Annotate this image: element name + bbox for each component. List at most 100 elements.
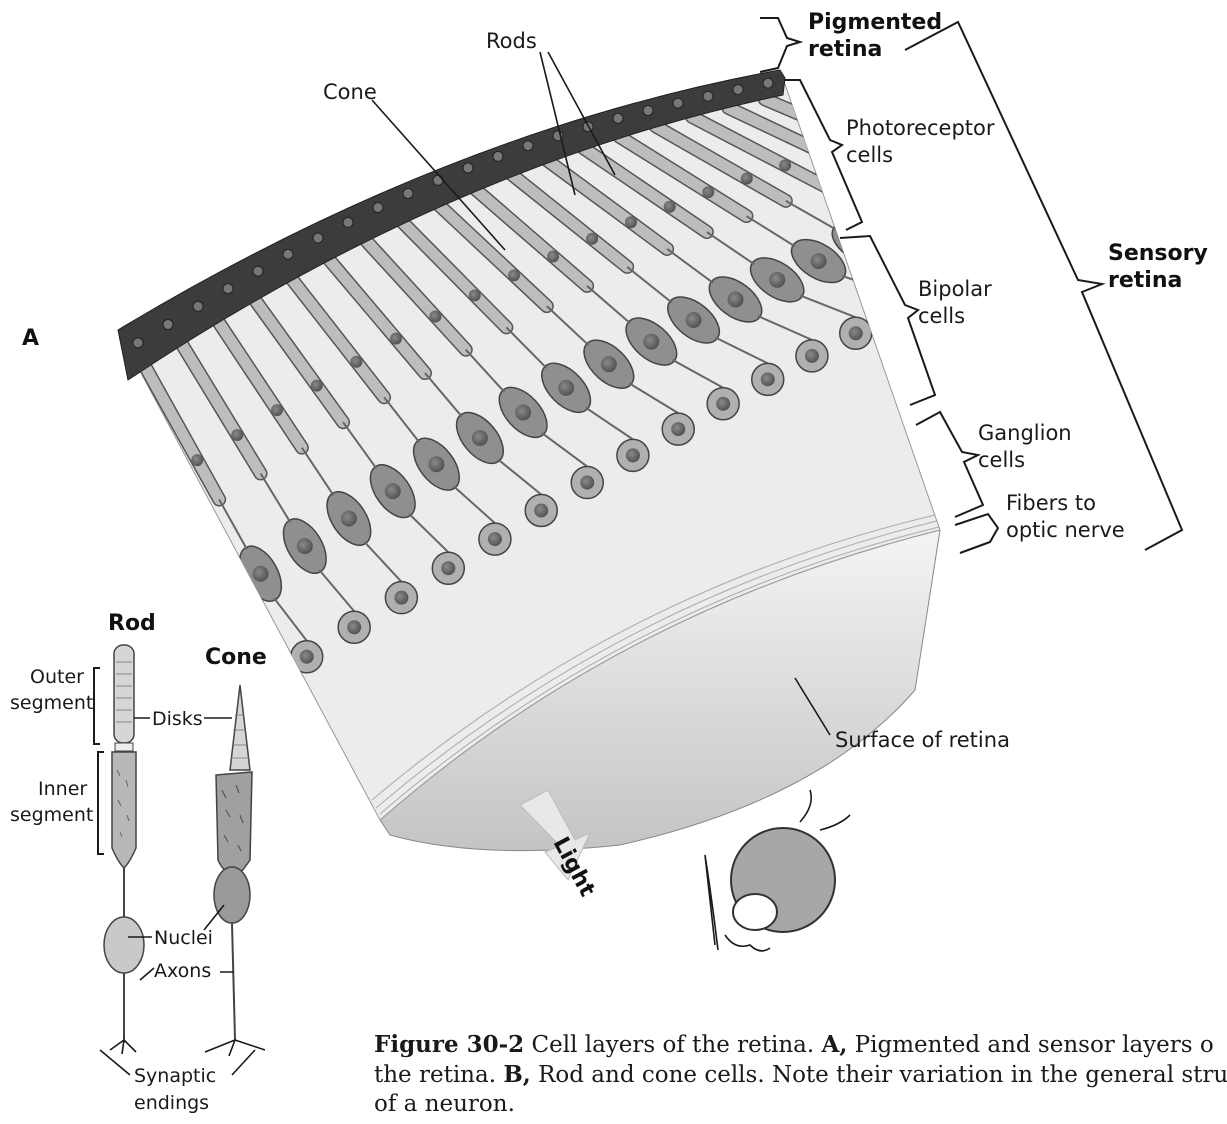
caption-a-marker: A, <box>822 1031 848 1058</box>
photoreceptor-nucleus <box>586 233 598 245</box>
fibers-label-1: Fibers to <box>1006 491 1096 515</box>
photoreceptor-nucleus <box>741 172 753 184</box>
panel-b-rod-cone: Rod Cone <box>10 611 267 1114</box>
fibers-label-2: optic nerve <box>1006 518 1125 542</box>
bipolar-nucleus <box>973 183 989 199</box>
photoreceptor-nucleus <box>191 454 203 466</box>
outer-segment-bracket <box>94 668 100 744</box>
bipolar-label-2: cells <box>918 304 965 328</box>
pigment-cell <box>313 233 323 243</box>
cone-cell <box>205 685 265 1056</box>
bipolar-nucleus <box>558 380 574 396</box>
ganglion-nucleus <box>892 304 906 318</box>
bipolar-dendrite <box>903 158 955 180</box>
bipolar-nucleus <box>769 272 785 288</box>
bipolar-cell <box>906 180 975 236</box>
pigment-cell <box>523 141 533 151</box>
ganglion-nucleus <box>1020 242 1034 256</box>
ganglion-axon <box>1007 202 1069 212</box>
photoreceptor-nucleus <box>625 216 637 228</box>
pigment-cell <box>643 105 653 115</box>
caption-line2-start: the retina. <box>374 1062 503 1088</box>
pigment-cell <box>283 249 293 259</box>
pigment-cell <box>763 78 773 88</box>
ganglion-axon <box>966 220 1027 233</box>
panel-a-letter: A <box>22 326 39 351</box>
photoreceptor-nucleus <box>311 380 323 392</box>
photoreceptor-nucleus <box>469 289 481 301</box>
pigment-cell <box>703 91 713 101</box>
caption-b-marker: B, <box>503 1061 530 1088</box>
pigment-cell <box>133 338 143 348</box>
ganglion-nucleus <box>1061 222 1075 236</box>
pigment-cell <box>373 203 383 213</box>
ganglion-cell <box>1052 213 1084 245</box>
bipolar-nucleus <box>297 538 313 554</box>
rods-label: Rods <box>486 29 537 53</box>
outer-segment-label-2: segment <box>10 692 93 714</box>
ganglion-nucleus <box>671 422 685 436</box>
ganglion-nucleus <box>978 262 992 276</box>
caption-figure-number: Figure 30-2 <box>374 1031 524 1058</box>
ganglion-nucleus <box>805 349 819 363</box>
photoreceptor-nucleus <box>817 147 829 159</box>
bipolar-cell <box>947 164 1016 219</box>
photoreceptor-nucleus <box>664 201 676 213</box>
synaptic-label-1: Synaptic <box>134 1065 216 1087</box>
caption-line-1: Figure 30-2 Cell layers of the retina. A… <box>374 1030 1227 1060</box>
cone-title: Cone <box>205 645 267 670</box>
ganglion-nucleus <box>761 372 775 386</box>
pigment-cell <box>193 301 203 311</box>
photoreceptor-nucleus <box>231 429 243 441</box>
photoreceptor-nucleus <box>702 186 714 198</box>
ganglion-cell <box>1011 233 1043 265</box>
ganglion-nucleus <box>488 532 502 546</box>
bipolar-nucleus <box>728 291 744 307</box>
pigmented-bracket <box>760 18 800 72</box>
nuclei-label: Nuclei <box>154 927 213 949</box>
bipolar-label-1: Bipolar <box>918 277 992 301</box>
rod-cell <box>104 645 144 1054</box>
photoreceptor-nucleus <box>271 404 283 416</box>
inner-segment-label-2: segment <box>10 804 93 826</box>
ganglion-axon <box>884 257 942 274</box>
synaptic-label-2: endings <box>134 1092 209 1114</box>
ganglion-nucleus <box>849 326 863 340</box>
pigment-cell <box>163 320 173 330</box>
rod-title: Rod <box>108 611 156 636</box>
ganglion-nucleus <box>300 650 314 664</box>
ganglion-nucleus <box>716 397 730 411</box>
fibers-bracket <box>955 514 998 553</box>
ganglion-nucleus <box>347 620 361 634</box>
sensory-label-1: Sensory <box>1108 241 1208 266</box>
inner-segment-bracket <box>98 752 104 854</box>
photoreceptor-nucleus <box>508 269 520 281</box>
bipolar-nucleus <box>933 200 949 216</box>
bipolar-nucleus <box>892 218 908 234</box>
ganglion-nucleus <box>626 448 640 462</box>
ganglion-nucleus <box>441 561 455 575</box>
ganglion-nucleus <box>394 591 408 605</box>
ganglion-label-2: cells <box>978 448 1025 472</box>
bipolar-nucleus <box>428 456 444 472</box>
photoreceptor-nucleus <box>350 356 362 368</box>
bipolar-dendrite <box>825 186 876 212</box>
bipolar-nucleus <box>811 253 827 269</box>
caption-line-3: of a neuron. <box>374 1090 1227 1119</box>
pigmented-label-2: retina <box>808 37 882 62</box>
pigment-cell <box>613 113 623 123</box>
photoreceptor-label-1: Photoreceptor <box>846 116 995 140</box>
bipolar-nucleus <box>515 404 531 420</box>
pigment-cell <box>403 189 413 199</box>
bipolar-cell <box>866 197 935 255</box>
bipolar-nucleus <box>601 356 617 372</box>
outer-segment-label-1: Outer <box>30 666 84 688</box>
photoreceptor-nucleus <box>547 250 559 262</box>
ganglion-nucleus <box>534 503 548 517</box>
pigment-cell <box>493 151 503 161</box>
ganglion-axon <box>925 238 984 253</box>
photoreceptor-label-2: cells <box>846 143 893 167</box>
inner-segment-label-1: Inner <box>38 778 87 800</box>
